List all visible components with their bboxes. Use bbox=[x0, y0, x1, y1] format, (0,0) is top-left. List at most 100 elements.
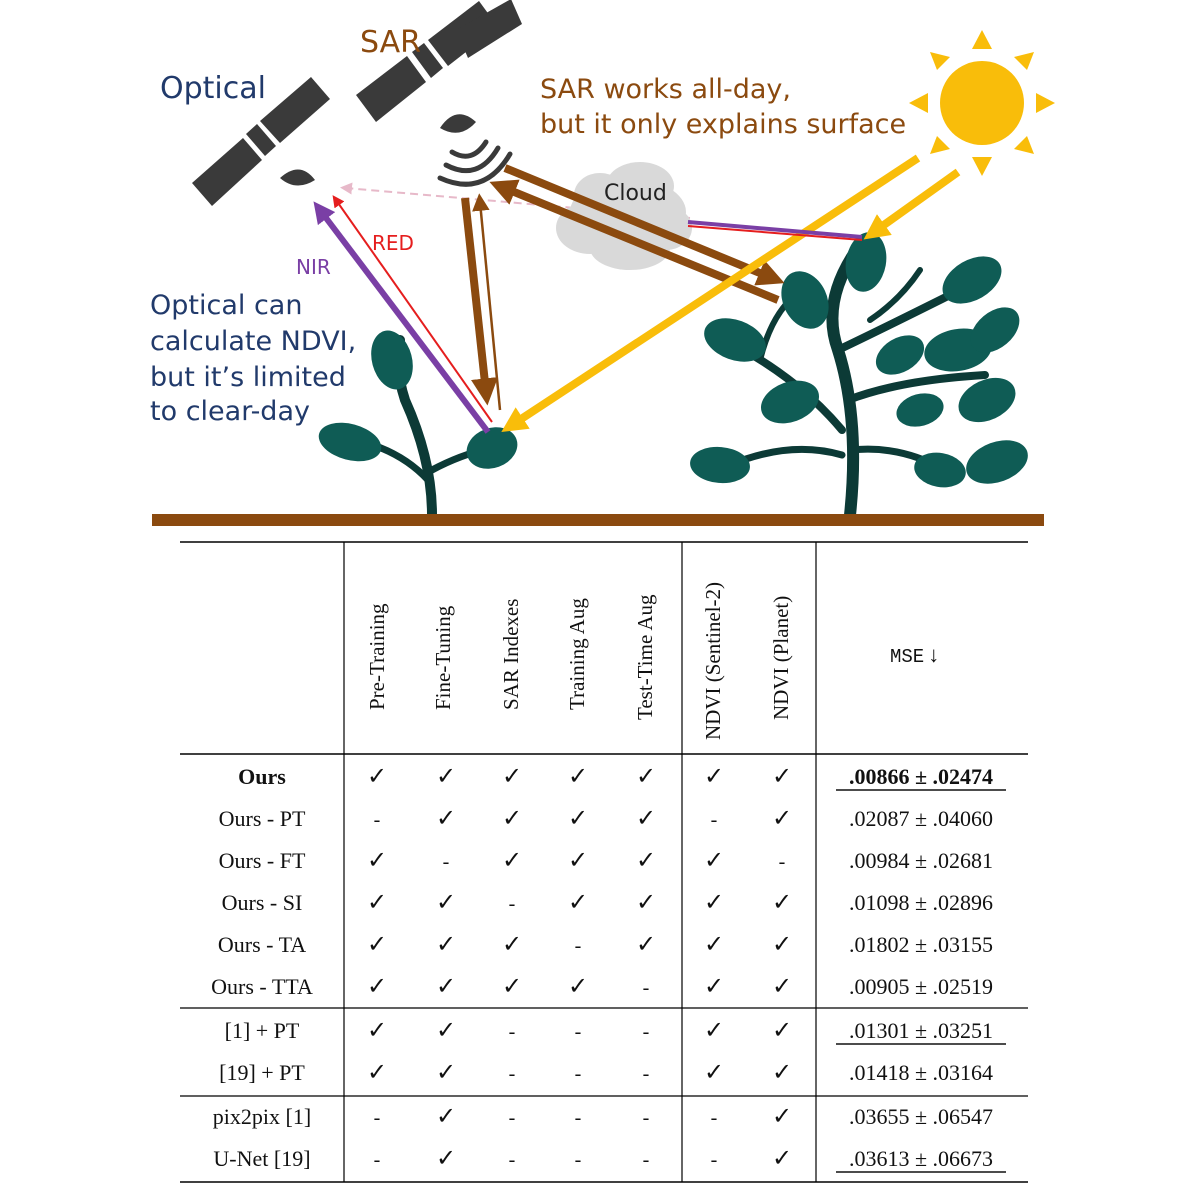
check-icon: ✓ bbox=[502, 974, 522, 1000]
row-mse-value: .00866 ± .02474 bbox=[849, 764, 993, 789]
optical-note-line-4: to clear-day bbox=[150, 396, 310, 427]
check-icon: ✓ bbox=[636, 806, 656, 832]
dash-mark: - bbox=[643, 1021, 650, 1043]
dash-mark: - bbox=[374, 1149, 381, 1171]
check-icon: ✓ bbox=[568, 806, 588, 832]
sar-note-line-2: but it only explains surface bbox=[540, 109, 906, 140]
column-headers: Pre-Training Fine-Tuning SAR Indexes Tra… bbox=[365, 582, 939, 740]
sun-icon bbox=[909, 30, 1055, 176]
dash-mark: - bbox=[509, 1149, 516, 1171]
row-method-name: Ours - TTA bbox=[211, 974, 313, 999]
row-mse-value: .01098 ± .02896 bbox=[849, 890, 993, 915]
check-icon: ✓ bbox=[367, 1060, 387, 1086]
left-plant bbox=[318, 330, 518, 520]
row-mse-value: .00905 ± .02519 bbox=[849, 974, 993, 999]
check-icon: ✓ bbox=[704, 1060, 724, 1086]
check-icon: ✓ bbox=[367, 890, 387, 916]
dash-mark: - bbox=[711, 1149, 718, 1171]
row-mse-value: .03655 ± .06547 bbox=[849, 1104, 993, 1129]
check-icon: ✓ bbox=[436, 1146, 456, 1172]
check-icon: ✓ bbox=[772, 974, 792, 1000]
dash-mark: - bbox=[643, 1063, 650, 1085]
dash-mark: - bbox=[575, 1149, 582, 1171]
illustration: SAR Optical SAR works all-day, but it on… bbox=[150, 0, 1055, 526]
check-icon: ✓ bbox=[704, 974, 724, 1000]
check-icon: ✓ bbox=[436, 890, 456, 916]
check-icon: ✓ bbox=[636, 890, 656, 916]
column-header: Fine-Tuning bbox=[431, 605, 455, 710]
optical-note-line-2: calculate NDVI, bbox=[150, 326, 356, 357]
row-method-name: U-Net [19] bbox=[213, 1146, 310, 1171]
check-icon: ✓ bbox=[772, 1146, 792, 1172]
row-mse-value: .03613 ± .06673 bbox=[849, 1146, 993, 1171]
check-icon: ✓ bbox=[772, 1018, 792, 1044]
check-icon: ✓ bbox=[704, 1018, 724, 1044]
dash-mark: - bbox=[643, 1149, 650, 1171]
check-icon: ✓ bbox=[436, 932, 456, 958]
check-icon: ✓ bbox=[636, 932, 656, 958]
check-icon: ✓ bbox=[568, 890, 588, 916]
row-method-name: [19] + PT bbox=[219, 1060, 305, 1085]
red-label: RED bbox=[372, 231, 414, 255]
check-icon: ✓ bbox=[772, 1060, 792, 1086]
row-mse-value: .01301 ± .03251 bbox=[849, 1018, 993, 1043]
check-icon: ✓ bbox=[502, 764, 522, 790]
check-icon: ✓ bbox=[367, 932, 387, 958]
dash-mark: - bbox=[509, 1107, 516, 1129]
row-method-name: Ours - FT bbox=[219, 848, 306, 873]
check-icon: ✓ bbox=[704, 932, 724, 958]
check-icon: ✓ bbox=[436, 1060, 456, 1086]
sar-note-line-1: SAR works all-day, bbox=[540, 74, 791, 105]
dash-mark: - bbox=[509, 1063, 516, 1085]
right-tree bbox=[690, 232, 1028, 521]
check-icon: ✓ bbox=[367, 974, 387, 1000]
dash-mark: - bbox=[509, 1021, 516, 1043]
column-header: NDVI (Sentinel-2) bbox=[701, 582, 725, 740]
dash-mark: - bbox=[575, 1021, 582, 1043]
nir-label: NIR bbox=[296, 255, 331, 279]
check-icon: ✓ bbox=[436, 764, 456, 790]
check-icon: ✓ bbox=[568, 764, 588, 790]
optical-note-line-3: but it’s limited bbox=[150, 362, 346, 393]
column-header: NDVI (Planet) bbox=[769, 596, 793, 720]
check-icon: ✓ bbox=[502, 932, 522, 958]
check-icon: ✓ bbox=[772, 764, 792, 790]
row-method-name: [1] + PT bbox=[225, 1018, 300, 1043]
check-icon: ✓ bbox=[436, 806, 456, 832]
dash-mark: - bbox=[575, 1107, 582, 1129]
dash-mark: - bbox=[575, 935, 582, 957]
check-icon: ✓ bbox=[367, 848, 387, 874]
check-icon: ✓ bbox=[704, 848, 724, 874]
sar-satellite-icon bbox=[356, 0, 522, 133]
cloud-label: Cloud bbox=[604, 181, 667, 206]
check-icon: ✓ bbox=[704, 890, 724, 916]
column-header: SAR Indexes bbox=[499, 599, 523, 710]
dash-mark: - bbox=[711, 809, 718, 831]
results-table: Pre-Training Fine-Tuning SAR Indexes Tra… bbox=[180, 541, 1028, 1183]
optical-satellite-icon bbox=[192, 77, 330, 206]
check-icon: ✓ bbox=[568, 848, 588, 874]
row-method-name: Ours - SI bbox=[222, 890, 303, 915]
column-header: Training Aug bbox=[565, 598, 589, 710]
dash-mark: - bbox=[643, 1107, 650, 1129]
nir-arrow bbox=[313, 201, 491, 434]
row-method-name: Ours bbox=[238, 764, 286, 789]
check-icon: ✓ bbox=[436, 1104, 456, 1130]
check-icon: ✓ bbox=[636, 848, 656, 874]
check-icon: ✓ bbox=[772, 932, 792, 958]
sar-label: SAR bbox=[360, 25, 421, 60]
dash-mark: - bbox=[374, 1107, 381, 1129]
row-mse-value: .01802 ± .03155 bbox=[849, 932, 993, 957]
check-icon: ✓ bbox=[502, 806, 522, 832]
row-mse-value: .01418 ± .03164 bbox=[849, 1060, 993, 1085]
right-tree-reflection-red bbox=[687, 225, 863, 241]
ground bbox=[152, 514, 1044, 526]
optical-label: Optical bbox=[160, 71, 266, 106]
dash-mark: - bbox=[643, 977, 650, 999]
metric-header-label: MSE bbox=[890, 646, 924, 668]
optical-note-line-1: Optical can bbox=[150, 290, 302, 321]
dash-mark: - bbox=[575, 1063, 582, 1085]
row-mse-value: .00984 ± .02681 bbox=[849, 848, 993, 873]
